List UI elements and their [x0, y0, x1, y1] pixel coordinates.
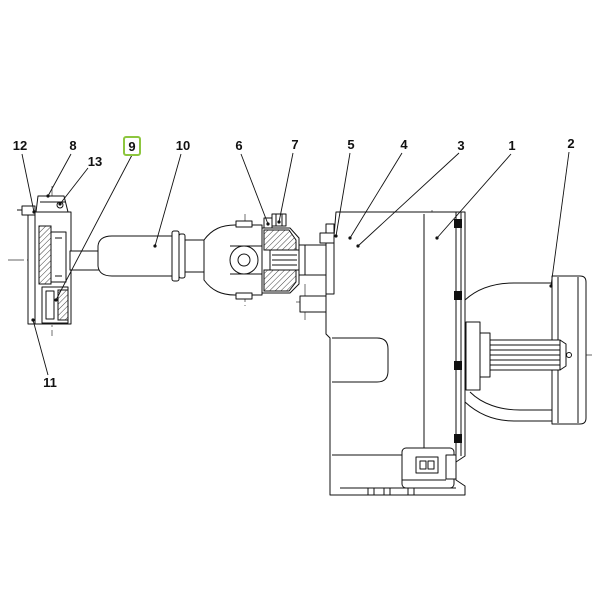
housing-bolt	[454, 434, 462, 443]
pto-shaft-end	[559, 339, 567, 371]
callout-label-6[interactable]: 6	[235, 138, 242, 153]
callout-5[interactable]: 5	[334, 137, 355, 238]
leader-line-5	[335, 152, 351, 237]
leader-line-1	[436, 153, 512, 239]
callout-1[interactable]: 1	[435, 138, 516, 240]
callout-label-8[interactable]: 8	[69, 138, 76, 153]
housing-bolt	[454, 219, 462, 228]
connector	[401, 447, 457, 489]
flange-section-upper	[38, 225, 52, 285]
flange-section-lower	[57, 289, 69, 321]
cover-mount-plate	[465, 321, 481, 391]
flange-plate	[27, 207, 36, 325]
leader-line-3	[357, 152, 460, 247]
housing-boss	[332, 337, 389, 383]
callout-11[interactable]: 11	[31, 318, 57, 390]
shaft-collar	[184, 239, 206, 273]
shaft-ring-inner	[178, 233, 186, 279]
leader-line-13	[59, 167, 89, 205]
callout-label-11[interactable]: 11	[43, 375, 57, 390]
joint-cross	[229, 245, 259, 275]
shaft-neck	[69, 250, 101, 271]
selected-callout-highlight	[123, 136, 141, 156]
callout-label-5[interactable]: 5	[347, 137, 354, 152]
universal-joint	[203, 220, 263, 300]
callout-label-9[interactable]: 9	[128, 139, 135, 154]
flange-pin	[45, 290, 55, 320]
leader-line-8	[47, 153, 72, 197]
housing-foot	[383, 487, 391, 496]
leader-line-9	[55, 154, 133, 301]
callout-label-1[interactable]: 1	[508, 138, 515, 153]
callout-label-10[interactable]: 10	[176, 138, 190, 153]
callout-13[interactable]: 13	[58, 154, 102, 206]
pto-shaft	[479, 332, 572, 378]
callout-label-12[interactable]: 12	[13, 138, 27, 153]
callout-label-7[interactable]: 7	[291, 137, 298, 152]
shaft-ring	[171, 230, 180, 282]
coupling-flange	[261, 213, 300, 294]
callout-label-13[interactable]: 13	[88, 154, 102, 169]
leader-line-12	[21, 153, 35, 213]
flange-assembly	[17, 195, 72, 325]
callout-label-3[interactable]: 3	[457, 138, 464, 153]
housing-foot	[407, 487, 415, 496]
leader-line-7	[278, 152, 294, 223]
callout-label-2[interactable]: 2	[567, 136, 574, 151]
coupling-section-upper	[263, 229, 297, 251]
drive-shaft	[69, 230, 206, 282]
housing-bolt	[454, 291, 462, 300]
housing-bolt	[454, 361, 462, 370]
callout-2[interactable]: 2	[549, 136, 575, 288]
callout-9[interactable]: 9	[54, 136, 141, 302]
leader-line-10	[154, 153, 182, 247]
callout-4[interactable]: 4	[348, 137, 408, 240]
leader-line-6	[240, 153, 269, 225]
housing-foot	[367, 487, 375, 496]
leader-line-11	[32, 319, 49, 376]
leader-line-4	[349, 152, 403, 239]
callout-8[interactable]: 8	[46, 138, 77, 198]
joint-cap-top	[235, 220, 253, 228]
connector-socket	[415, 456, 439, 474]
callout-3[interactable]: 3	[356, 138, 465, 248]
callout-10[interactable]: 10	[153, 138, 190, 248]
leader-line-2	[550, 151, 570, 287]
shaft-tube	[97, 235, 173, 277]
housing-outline	[325, 211, 466, 496]
callouts: 1 2 3 4 5 6 7	[13, 136, 575, 390]
callout-12[interactable]: 12	[13, 138, 36, 214]
pto-shaft-center-mark	[566, 352, 572, 358]
connector-latch	[445, 454, 457, 480]
callout-6[interactable]: 6	[235, 138, 270, 226]
pto-shaft-collar	[479, 332, 491, 378]
callout-7[interactable]: 7	[277, 137, 299, 224]
coupling-section-lower	[263, 269, 297, 292]
callout-label-4[interactable]: 4	[400, 137, 408, 152]
joint-cap-bottom	[235, 292, 253, 300]
